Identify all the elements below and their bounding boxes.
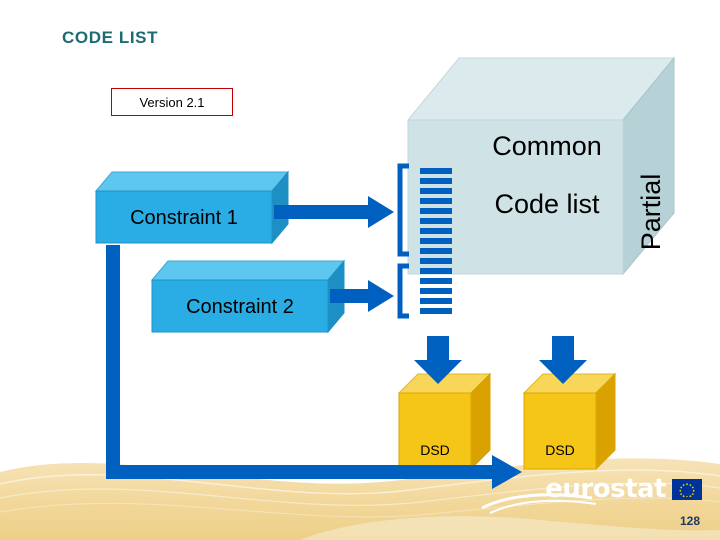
eurostat-logo: eurostat xyxy=(545,474,702,504)
version-label: Version 2.1 xyxy=(139,94,205,110)
node-label-constraint1: Constraint 1 xyxy=(130,207,238,229)
node-codelist xyxy=(406,56,676,276)
node-label-dsd1: DSD xyxy=(420,442,450,458)
node-dsd2 xyxy=(522,372,617,471)
eu-flag-icon xyxy=(672,478,702,500)
version-badge: Version 2.1 xyxy=(111,88,233,116)
node-label-codelist-line1: Common xyxy=(492,131,602,161)
node-constraint2 xyxy=(150,259,346,334)
edge-constraint1-to-codelist xyxy=(274,196,394,228)
codelist-items-stripes xyxy=(420,168,452,314)
page-title: CODE LIST xyxy=(62,28,159,47)
edge-constraint2-to-codelist xyxy=(330,280,394,312)
page-number: 128 xyxy=(679,514,700,528)
node-label-dsd2: DSD xyxy=(545,442,575,458)
logo-swoosh xyxy=(481,493,597,514)
edge-codelist-to-dsd1 xyxy=(414,336,462,384)
node-label-partial: Partial xyxy=(636,174,666,251)
node-label-constraint2: Constraint 2 xyxy=(186,296,294,318)
constraint-brackets xyxy=(397,163,409,319)
edge-codelist-to-dsd2 xyxy=(539,336,587,384)
node-label-codelist-line2: Code list xyxy=(494,189,600,219)
node-dsd1 xyxy=(397,372,492,471)
eurostat-wordmark: eurostat xyxy=(545,474,666,504)
